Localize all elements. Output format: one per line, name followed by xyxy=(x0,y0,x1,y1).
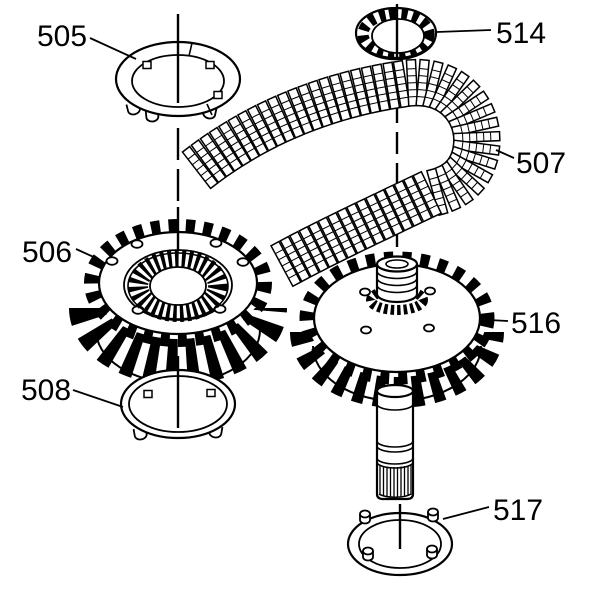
callout-517-label: 517 xyxy=(493,494,543,527)
callout-506-label: 506 xyxy=(22,236,72,269)
callout-516-label: 516 xyxy=(511,307,561,340)
callout-507-label: 507 xyxy=(516,147,566,180)
leader-508 xyxy=(72,389,124,408)
callout-508-label: 508 xyxy=(21,374,71,407)
leader-506 xyxy=(75,248,99,260)
leader-507 xyxy=(495,149,515,159)
part-506-driven-sprocket xyxy=(69,219,287,385)
hub-cylinder xyxy=(375,264,419,304)
output-shaft xyxy=(375,383,415,501)
leader-516 xyxy=(488,319,509,322)
callout-505-label: 505 xyxy=(37,20,87,53)
callout-514-label: 514 xyxy=(496,17,546,50)
leader-505 xyxy=(89,37,137,60)
leader-517 xyxy=(442,506,490,520)
leader-514 xyxy=(436,29,492,33)
part-516-drive-sprocket xyxy=(290,251,504,501)
